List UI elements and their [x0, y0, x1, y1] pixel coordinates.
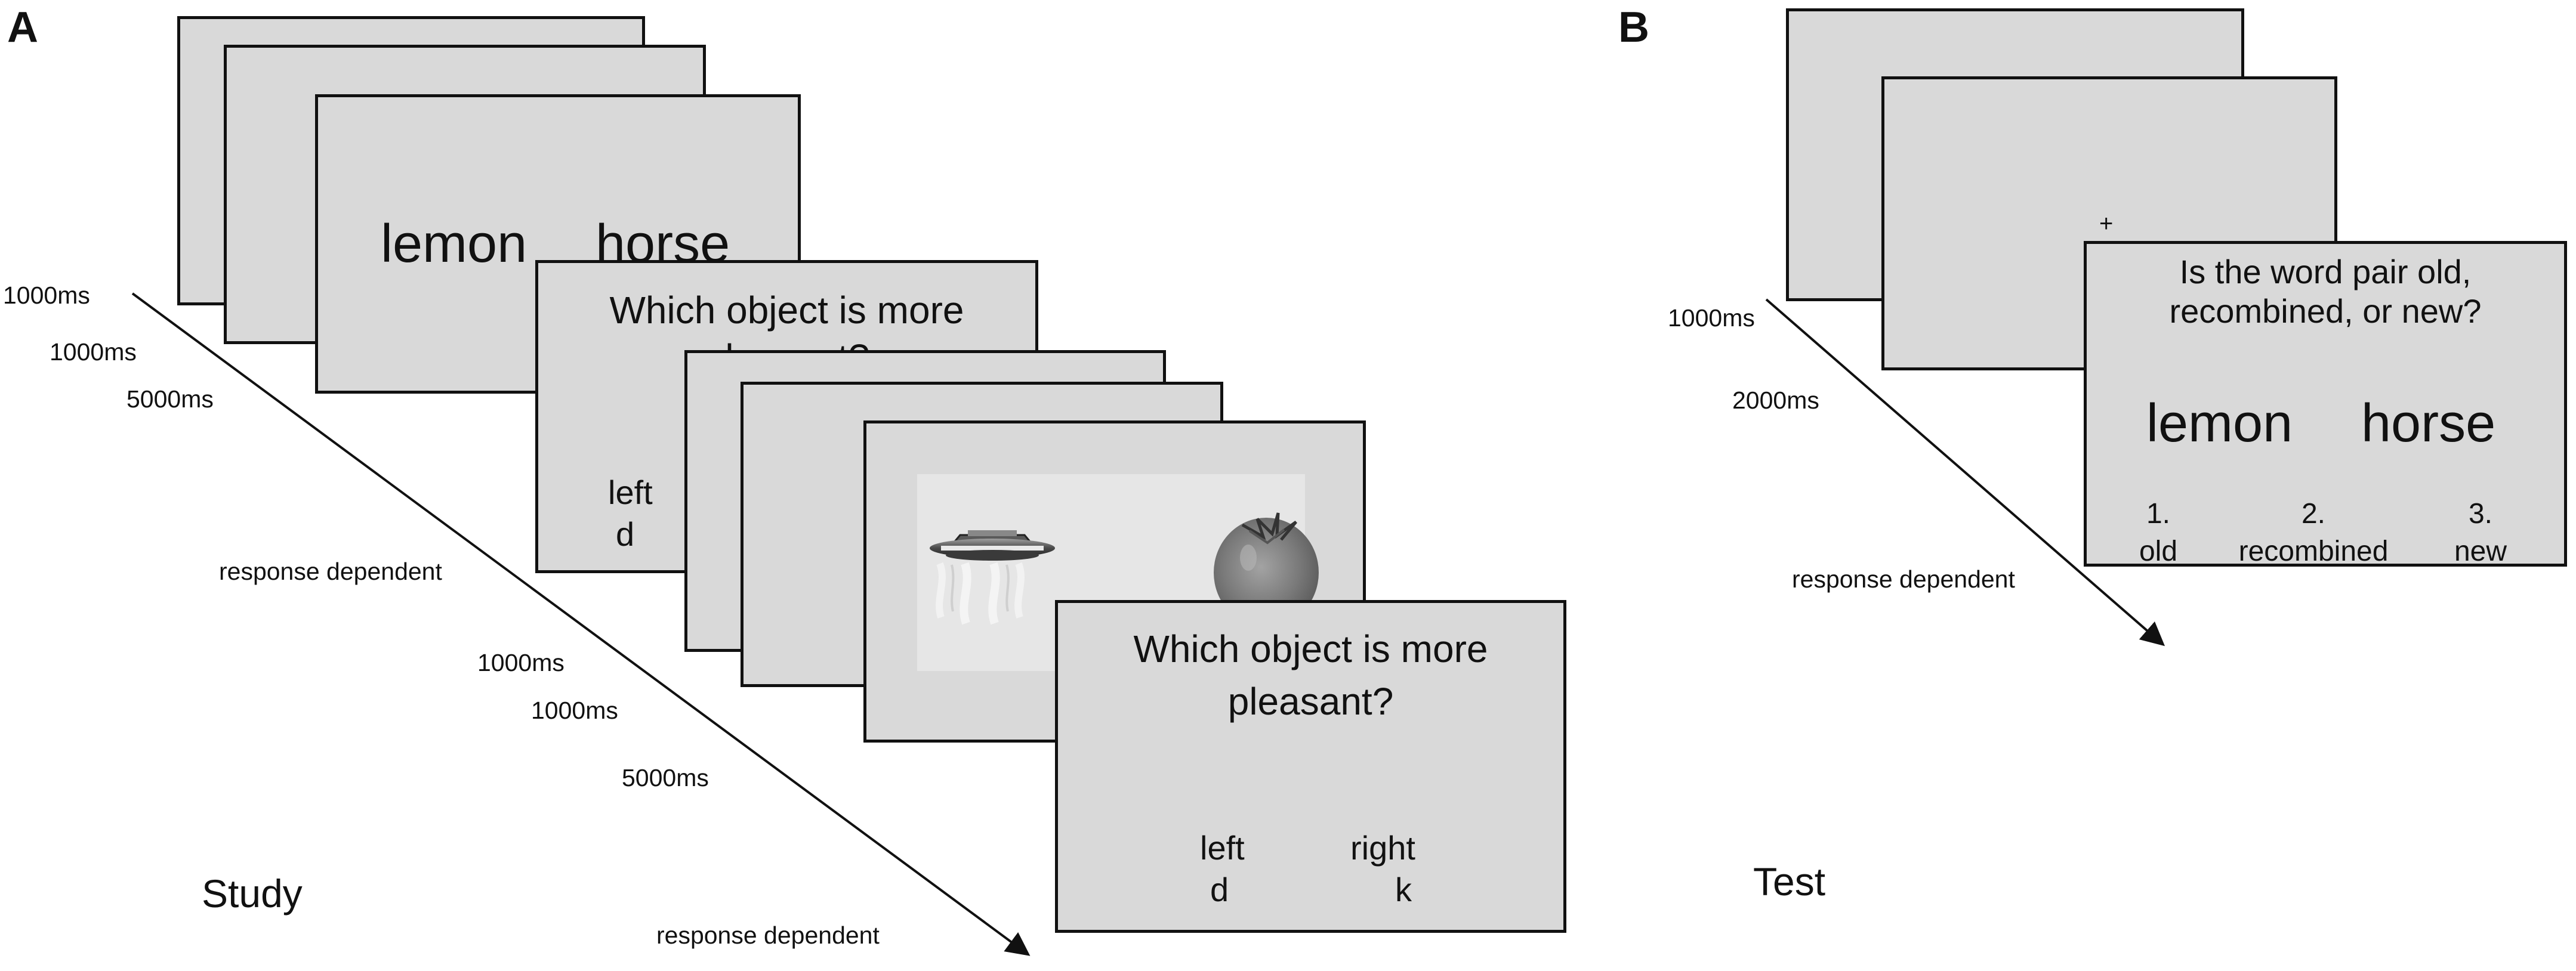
timing-label: 1000ms: [531, 697, 618, 724]
timing-label: response dependent: [1792, 565, 2015, 593]
test-question-line2: recombined, or new?: [2169, 292, 2482, 330]
test-time-arrow: [1765, 298, 2165, 647]
ufo-image: [930, 530, 1055, 625]
timing-label: 2000ms: [1732, 386, 1819, 414]
timing-label: 1000ms: [50, 338, 137, 366]
question-line1: Which object is more: [609, 289, 964, 332]
right-label: right: [1350, 829, 1415, 867]
question-screen: Which object is more pleasant? left d ri…: [1055, 600, 1566, 933]
option-label: old: [2139, 536, 2178, 567]
test-question-line1: Is the word pair old,: [2179, 253, 2472, 290]
option-number: 3.: [2468, 498, 2493, 530]
left-label: left: [608, 474, 653, 511]
option-label: recombined: [2238, 536, 2389, 567]
question-line1: Which object is more: [1133, 627, 1488, 670]
timing-label: 1000ms: [477, 649, 564, 676]
option-number: 1.: [2146, 498, 2171, 530]
word-right: horse: [2361, 394, 2496, 453]
left-key: d: [616, 515, 635, 553]
question-line2: pleasant?: [1227, 680, 1394, 723]
word-left: lemon: [381, 214, 527, 274]
phase-label-test: Test: [1753, 859, 1826, 904]
timing-label: 5000ms: [622, 764, 709, 791]
panel-b-letter: B: [1618, 4, 1649, 51]
timing-label: 1000ms: [3, 282, 90, 309]
panel-a-letter: A: [7, 4, 38, 51]
option-number: 2.: [2301, 498, 2326, 530]
right-key: k: [1395, 871, 1412, 908]
timing-label: 1000ms: [1668, 304, 1755, 332]
timing-label: 5000ms: [127, 385, 214, 413]
timing-label: response dependent: [219, 558, 442, 585]
phase-label-study: Study: [202, 871, 303, 916]
option-label: new: [2454, 536, 2507, 567]
left-key: d: [1210, 871, 1229, 908]
study-time-arrow: [131, 292, 1031, 956]
timing-label: response dependent: [656, 921, 880, 949]
test-question-screen: Is the word pair old, recombined, or new…: [2084, 241, 2567, 567]
left-label: left: [1200, 829, 1245, 867]
fixation-cross: +: [2099, 211, 2114, 237]
word-left: lemon: [2146, 394, 2293, 453]
